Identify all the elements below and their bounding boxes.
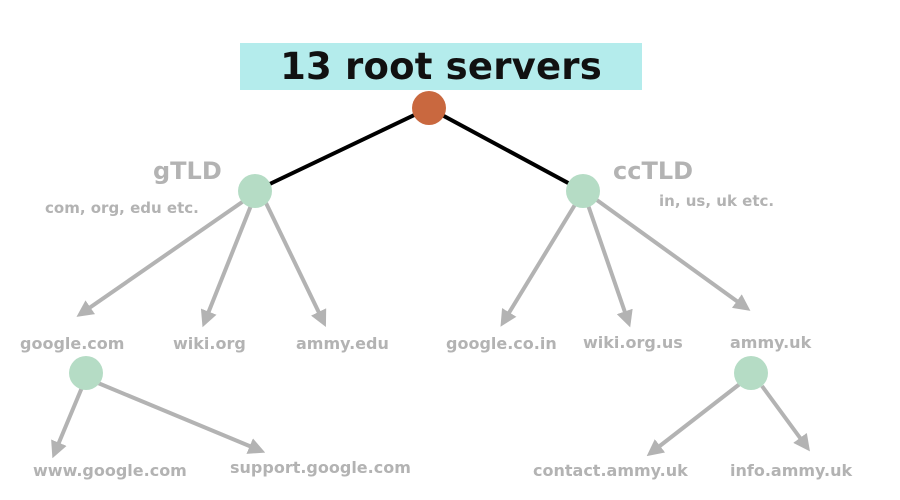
domain-ammy-edu: ammy.edu <box>296 334 389 353</box>
arrow-google-com-www <box>51 384 85 459</box>
arrow-cctld-wiki-org-us <box>586 204 633 328</box>
domain-wiki-org: wiki.org <box>173 334 246 353</box>
gtld-label: gTLD <box>153 157 222 185</box>
gtld-examples: com, org, edu etc. <box>45 199 199 217</box>
arrow-ammy-uk-contact <box>646 381 743 457</box>
arrow-gtld-wiki-org <box>200 202 254 328</box>
subdomain-www-google-com: www.google.com <box>33 461 187 480</box>
arrow-gtld-google-com <box>76 196 250 317</box>
cctld-label: ccTLD <box>613 157 694 185</box>
edge-root-gtld <box>254 106 430 193</box>
title-background <box>240 43 642 90</box>
subdomain-info-ammy-uk: info.ammy.uk <box>730 461 853 480</box>
root-node <box>412 91 446 125</box>
cctld-examples: in, us, uk etc. <box>659 192 775 210</box>
cctld-node <box>566 174 600 208</box>
ammy-uk-node <box>734 356 768 390</box>
domain-wiki-org-us: wiki.org.us <box>583 333 683 352</box>
subdomain-contact-ammy-uk: contact.ammy.uk <box>533 461 688 480</box>
gtld-node <box>238 174 272 208</box>
arrow-cctld-google-co-in <box>500 201 578 327</box>
page-title: 13 root servers <box>280 45 602 88</box>
edge-root-cctld <box>428 106 584 193</box>
subdomain-support-google-com: support.google.com <box>230 458 411 477</box>
domain-google-com: google.com <box>20 334 125 353</box>
google-com-node <box>69 356 103 390</box>
arrow-google-com-support <box>97 381 266 454</box>
arrow-gtld-ammy-edu <box>264 202 327 328</box>
arrow-ammy-uk-info <box>760 384 810 452</box>
domain-ammy-uk: ammy.uk <box>730 333 812 352</box>
arrow-cctld-ammy-uk <box>592 196 751 311</box>
domain-google-co-in: google.co.in <box>446 334 557 353</box>
